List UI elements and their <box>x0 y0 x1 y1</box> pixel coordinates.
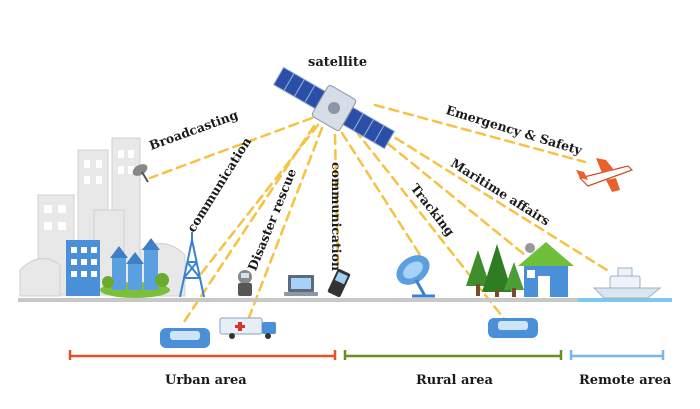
link-house <box>363 123 527 257</box>
park-houses-icon <box>100 238 170 298</box>
remote-area-bracket <box>569 350 665 360</box>
link-communication-left <box>198 123 320 277</box>
link-broadcasting <box>148 116 314 180</box>
satellite-dish-icon <box>132 164 149 183</box>
ground-line <box>18 298 578 302</box>
car-rural-icon <box>488 318 538 338</box>
house-icon <box>518 242 574 297</box>
car-icon <box>160 328 210 348</box>
city-buildings-icon <box>19 137 186 297</box>
airplane-icon <box>576 158 634 192</box>
label-communication-mid: communication <box>329 162 344 271</box>
rural-area-bracket <box>343 350 563 360</box>
blue-building-icon <box>66 240 100 296</box>
satellite-icon <box>272 66 396 150</box>
label-rural-area: Rural area <box>416 373 493 388</box>
radio-tower-icon <box>179 232 205 298</box>
laptop-icon <box>284 275 318 296</box>
link-communication-mid <box>333 133 340 272</box>
label-urban-area: Urban area <box>165 373 247 388</box>
mobile-phone-icon <box>327 268 351 298</box>
sea-line <box>578 298 672 302</box>
ship-icon <box>592 267 662 299</box>
label-satellite: satellite <box>308 55 368 70</box>
ambulance-truck-icon <box>219 317 276 339</box>
link-maritime <box>368 120 612 274</box>
city-windows <box>44 150 134 230</box>
link-disaster-rescue <box>246 126 324 322</box>
trees-icon <box>466 244 524 297</box>
dish-antenna-icon <box>396 255 435 298</box>
link-disaster-rescue-2 <box>180 124 316 327</box>
label-remote-area: Remote area <box>579 373 672 388</box>
astronaut-icon <box>238 270 252 296</box>
link-phone <box>340 131 422 257</box>
urban-area-bracket <box>68 350 337 360</box>
link-emergency <box>373 103 587 164</box>
